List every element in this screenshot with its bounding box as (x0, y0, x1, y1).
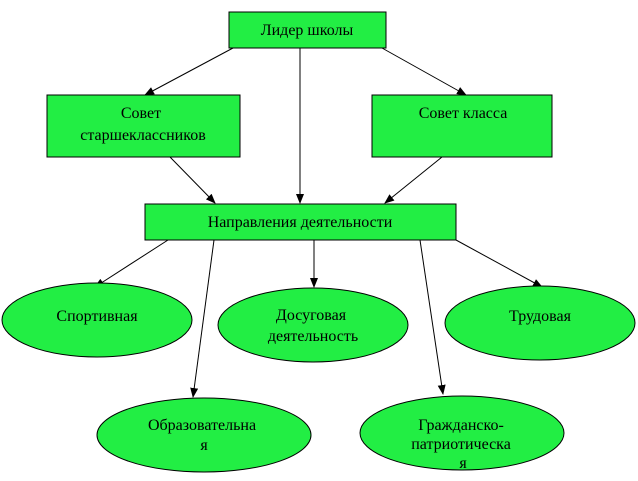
leisure-label-line-1: Досуговая (276, 307, 347, 324)
senior-council-label-line-2: старшеклассников (80, 127, 206, 144)
labor-label: Трудовая (509, 308, 572, 325)
arrow-directions-to-educational (190, 239, 215, 398)
arrow-directions-to-sports (94, 239, 169, 288)
educational-ellipse-shape (96, 397, 312, 473)
arrow-directions-to-labor (455, 239, 543, 288)
senior-council-box: Совет старшеклассников (46, 94, 241, 158)
class-council-box: Совет класса (371, 94, 553, 158)
sports-ellipse: Спортивная (1, 282, 193, 358)
civic-label-line-2: патриотическа (411, 436, 511, 453)
arrow-directions-to-civic (419, 239, 446, 395)
leisure-ellipse-shape (217, 287, 409, 363)
leader-box-label: Лидер школы (261, 22, 354, 39)
civic-ellipse: Гражданско- патриотическа я (359, 395, 565, 472)
leisure-ellipse: Досуговая деятельность (217, 287, 409, 363)
senior-council-label: Совет старшеклассников (80, 105, 206, 144)
educational-label-line-2: я (200, 437, 208, 454)
educational-label: Образовательна я (148, 417, 260, 454)
arrow-class-council-to-directions (384, 156, 443, 204)
directions-label: Направления деятельности (208, 214, 393, 231)
class-council-label-line-1: Совет класса (419, 105, 508, 122)
arrow-leader-to-class-council (381, 47, 467, 96)
civic-label-line-1: Гражданско- (418, 417, 504, 434)
sports-ellipse-shape (1, 282, 193, 358)
class-council-box-shape (371, 94, 553, 158)
sports-label-line-1: Спортивная (56, 308, 138, 325)
senior-council-label-line-1: Совет (121, 105, 161, 122)
sports-label: Спортивная (56, 308, 138, 325)
leader-label-line-1: Лидер школы (261, 22, 354, 39)
connectors (94, 47, 543, 398)
leisure-label: Досуговая деятельность (268, 307, 358, 345)
directions-label-line-1: Направления деятельности (208, 214, 393, 231)
labor-ellipse-shape (444, 285, 636, 361)
senior-council-box-shape (46, 94, 241, 158)
leisure-label-line-2: деятельность (268, 328, 358, 345)
leader-box-shape (228, 11, 387, 49)
arrow-leader-to-senior-council (144, 47, 234, 96)
educational-ellipse: Образовательна я (96, 397, 312, 473)
class-council-label: Совет класса (419, 105, 508, 122)
directions-box: Направления деятельности (144, 203, 457, 241)
directions-box-shape (144, 203, 457, 241)
leader-box: Лидер школы (228, 11, 387, 49)
arrow-senior-council-to-directions (169, 156, 216, 204)
labor-ellipse: Трудовая (444, 285, 636, 361)
labor-label-line-1: Трудовая (509, 308, 572, 325)
educational-label-line-1: Образовательна (148, 417, 256, 434)
civic-label-line-3: я (459, 455, 467, 472)
civic-label: Гражданско- патриотическа я (411, 417, 515, 472)
civic-ellipse-shape (359, 395, 565, 471)
